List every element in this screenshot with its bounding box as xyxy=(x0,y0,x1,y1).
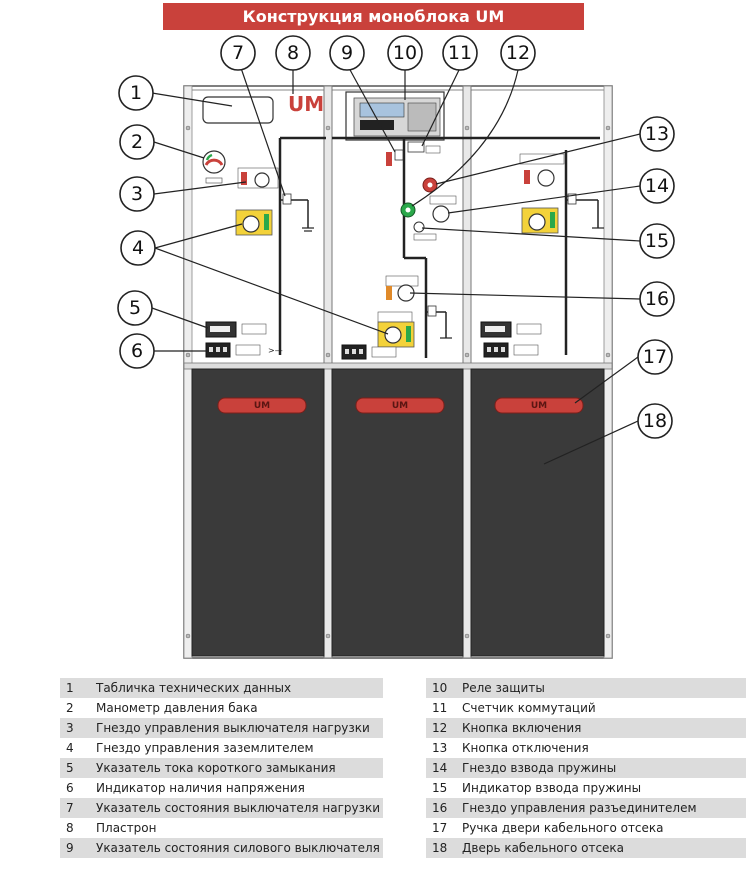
svg-text:10: 10 xyxy=(393,42,417,64)
callout-14: 14 xyxy=(639,168,675,204)
svg-text:UM: UM xyxy=(254,401,270,411)
svg-text:9: 9 xyxy=(341,42,353,64)
disconnector-socket xyxy=(385,275,419,302)
callout-3: 3 xyxy=(119,176,155,212)
panel-logo: UM xyxy=(288,92,324,116)
callout-7: 7 xyxy=(220,35,256,71)
door-handle-middle: UM xyxy=(355,397,445,414)
load-switch-socket xyxy=(237,167,279,189)
callout-2: 2 xyxy=(119,124,155,160)
callout-17: 17 xyxy=(637,339,673,375)
svg-text:5: 5 xyxy=(129,297,141,319)
svg-text:>—: >— xyxy=(268,346,283,355)
load-switch-socket-right xyxy=(519,153,565,187)
cable-door-right xyxy=(470,368,605,657)
svg-text:UM: UM xyxy=(531,401,547,411)
svg-text:UM: UM xyxy=(392,401,408,411)
svg-text:3: 3 xyxy=(131,183,143,205)
svg-text:8: 8 xyxy=(287,42,299,64)
svg-text:14: 14 xyxy=(645,175,669,197)
page-title: Конструкция моноблока UM xyxy=(163,3,584,30)
divider-right xyxy=(462,85,472,659)
callout-11: 11 xyxy=(442,35,478,71)
callout-13: 13 xyxy=(639,116,675,152)
callout-15: 15 xyxy=(639,223,675,259)
earthing-socket-middle xyxy=(377,311,415,348)
legend-row xyxy=(60,858,383,878)
svg-text:17: 17 xyxy=(643,346,667,368)
spring-charge-socket xyxy=(432,205,450,223)
svg-text:12: 12 xyxy=(506,42,530,64)
divider-left xyxy=(323,85,333,659)
earthing-socket-right xyxy=(521,207,559,234)
callout-16: 16 xyxy=(639,281,675,317)
callout-18: 18 xyxy=(637,403,673,439)
callout-9: 9 xyxy=(329,35,365,71)
pressure-gauge-icon xyxy=(202,150,226,184)
door-handle-left: UM xyxy=(217,397,307,414)
svg-text:6: 6 xyxy=(131,340,143,362)
callout-6: 6 xyxy=(119,333,155,369)
callout-4: 4 xyxy=(120,230,156,266)
svg-text:2: 2 xyxy=(131,131,143,153)
svg-text:1: 1 xyxy=(130,82,142,104)
svg-text:15: 15 xyxy=(645,230,669,252)
spring-charge-indicator xyxy=(413,221,425,233)
data-plate xyxy=(202,96,274,124)
protection-relay xyxy=(345,91,445,141)
svg-text:16: 16 xyxy=(645,288,669,310)
legend-row xyxy=(426,858,746,878)
callout-8: 8 xyxy=(275,35,311,71)
svg-text:11: 11 xyxy=(448,42,472,64)
operation-counter xyxy=(407,141,425,153)
svg-text:13: 13 xyxy=(645,123,669,145)
callout-5: 5 xyxy=(117,290,153,326)
door-handle-right: UM xyxy=(494,397,584,414)
callout-10: 10 xyxy=(387,35,423,71)
cable-door-left xyxy=(191,368,325,657)
svg-text:18: 18 xyxy=(643,410,667,432)
earthing-socket xyxy=(235,209,273,236)
svg-text:7: 7 xyxy=(232,42,244,64)
callout-12: 12 xyxy=(500,35,536,71)
svg-text:4: 4 xyxy=(132,237,144,259)
callout-1: 1 xyxy=(118,75,154,111)
cable-door-middle xyxy=(331,368,464,657)
